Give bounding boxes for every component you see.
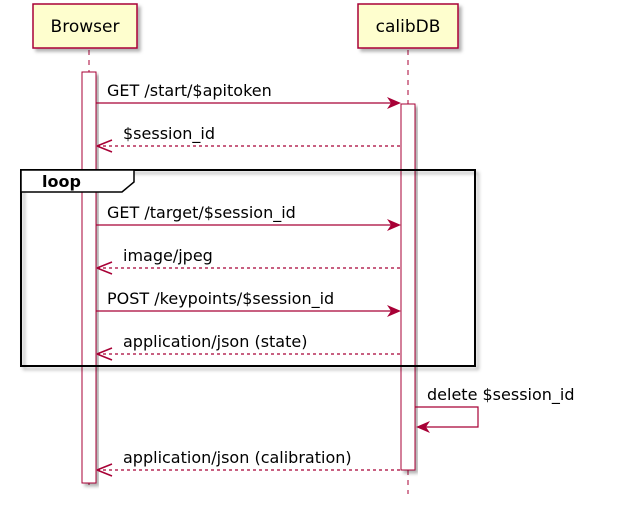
message-get-start: GET /start/$apitoken <box>96 81 401 109</box>
message-image-jpeg-return: image/jpeg <box>96 246 400 275</box>
message-delete-session-self: delete $session_id <box>415 385 575 433</box>
participant-browser-label: Browser <box>51 17 120 37</box>
loop-label: loop <box>42 172 81 191</box>
message-get-target: GET /target/$session_id <box>96 203 401 231</box>
loop-frame: loop <box>20 169 476 367</box>
message-json-calibration-return-label: application/json (calibration) <box>123 448 352 467</box>
message-image-jpeg-return-label: image/jpeg <box>123 246 213 265</box>
participant-calibdb-label: calibDB <box>376 17 441 37</box>
message-post-keypoints-label: POST /keypoints/$session_id <box>107 289 334 309</box>
message-get-start-label: GET /start/$apitoken <box>107 81 272 100</box>
activation-browser <box>81 71 97 484</box>
message-session-id-return: $session_id <box>96 124 400 153</box>
participant-calibdb: calibDB <box>357 3 459 49</box>
participant-browser: Browser <box>32 3 138 49</box>
message-json-state-return-label: application/json (state) <box>123 332 307 351</box>
message-json-state-return: application/json (state) <box>96 332 400 361</box>
message-session-id-return-label: $session_id <box>123 124 215 144</box>
message-get-target-label: GET /target/$session_id <box>107 203 296 223</box>
message-delete-session-self-label: delete $session_id <box>427 385 575 405</box>
activation-calibdb <box>400 103 416 471</box>
message-json-calibration-return: application/json (calibration) <box>96 448 400 477</box>
message-post-keypoints: POST /keypoints/$session_id <box>96 289 401 317</box>
